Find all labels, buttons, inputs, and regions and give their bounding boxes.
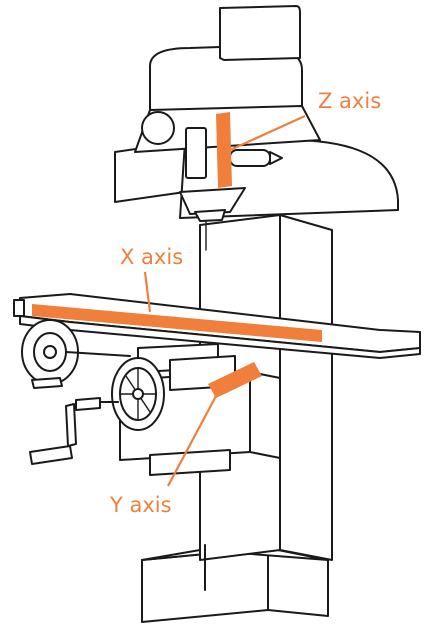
y-axis-marker — [167, 362, 262, 487]
saddle-handwheel — [111, 357, 165, 431]
machine-head — [114, 5, 399, 251]
x-axis-marker — [32, 271, 322, 342]
z-axis-label: Z axis — [318, 89, 381, 113]
y-axis-label: Y axis — [109, 493, 172, 517]
table-handwheel — [21, 319, 131, 389]
z-axis-marker — [216, 112, 306, 188]
x-axis-label: X axis — [120, 245, 183, 269]
knee-crank — [29, 397, 119, 465]
machine-base — [141, 547, 329, 623]
